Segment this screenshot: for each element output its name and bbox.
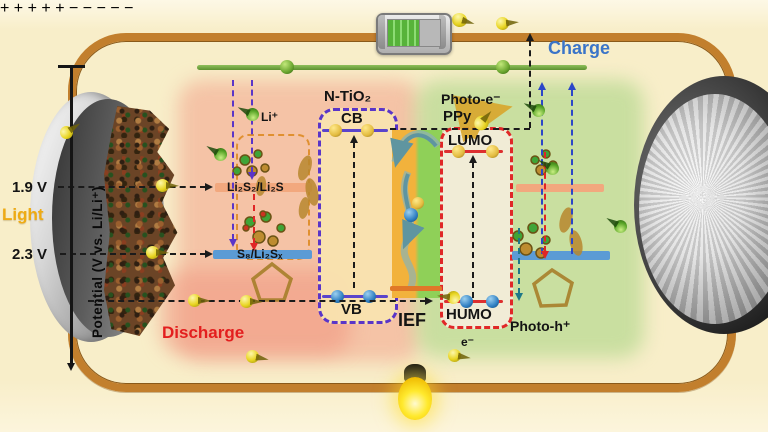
ief-minus-sign: − bbox=[68, 0, 79, 17]
electron-label: e⁻ bbox=[461, 335, 475, 349]
photo-electron-ball bbox=[329, 124, 342, 137]
upper-voltage-label: 1.9 V bbox=[12, 179, 48, 196]
battery-empty-level bbox=[419, 19, 441, 47]
valence-electron-ball bbox=[331, 290, 344, 303]
electron-droplet bbox=[240, 295, 253, 308]
photo-oxidation-arrowhead bbox=[541, 251, 549, 259]
ief-label: IEF bbox=[398, 310, 427, 330]
photoelectron-up-path bbox=[529, 40, 531, 128]
guide-arrowhead bbox=[205, 183, 213, 191]
lumo-band bbox=[444, 150, 503, 153]
electron-droplet bbox=[495, 16, 510, 31]
humo-label: HUMO bbox=[446, 306, 492, 323]
photo-h-label: Photo-h⁺ bbox=[510, 318, 571, 334]
ief-plus-sign: + bbox=[0, 0, 10, 17]
potential-axis-line bbox=[70, 67, 73, 365]
li-ion-label: Li⁺ bbox=[261, 110, 278, 124]
lower-voltage-label: 2.3 V bbox=[12, 246, 48, 263]
ief-minus-sign: − bbox=[96, 0, 106, 17]
lumo-label: LUMO bbox=[448, 132, 493, 149]
humo-electron-ball bbox=[460, 295, 473, 308]
vb-label: VB bbox=[341, 301, 362, 318]
anode-side-upper-bar bbox=[516, 184, 604, 192]
guide-arrowhead bbox=[205, 250, 213, 258]
charge-label: Charge bbox=[548, 38, 611, 58]
valence-electron-ball bbox=[363, 290, 376, 303]
n-tio2-energy-box bbox=[318, 108, 398, 324]
anode-disc-brush-texture bbox=[639, 94, 768, 324]
ief-hole-ball bbox=[412, 197, 424, 209]
photoelectron-up-arrowhead bbox=[526, 33, 534, 41]
electron-ball bbox=[496, 60, 510, 74]
charge-up-line bbox=[571, 90, 573, 254]
vb-band bbox=[322, 295, 388, 298]
humo-band bbox=[444, 300, 503, 303]
photo-electron-ball bbox=[452, 145, 465, 158]
ief-plus-sign: + bbox=[13, 0, 24, 17]
light-bulb-icon bbox=[398, 377, 432, 420]
photo-electron-ball bbox=[361, 124, 374, 137]
lower-voltage-guide bbox=[60, 253, 206, 255]
potential-axis-cap bbox=[58, 65, 85, 68]
battery-terminal-left bbox=[378, 15, 385, 49]
upper-voltage-guide bbox=[58, 186, 206, 188]
n-tio2-label: N-TiO₂ bbox=[324, 88, 372, 105]
li-ion-migration-line bbox=[232, 80, 234, 240]
potential-axis-arrowhead bbox=[67, 363, 75, 371]
polysulfide-conversion-box bbox=[236, 134, 310, 260]
anode-disc-face bbox=[639, 94, 768, 324]
cb-label: CB bbox=[341, 110, 363, 127]
light-label: Light bbox=[2, 205, 44, 224]
ief-plus-sign: + bbox=[27, 0, 37, 17]
ppy-excitation-arrowhead bbox=[469, 155, 477, 163]
electron-droplet bbox=[146, 246, 159, 259]
discharge-conversion-line bbox=[253, 194, 255, 244]
anode-side-lower-bar bbox=[512, 251, 610, 260]
discharge-label: Discharge bbox=[162, 323, 245, 342]
tio2-excitation-arrow bbox=[353, 142, 355, 288]
cb-to-circuit-path bbox=[390, 128, 530, 130]
li-ion-arrowhead bbox=[229, 239, 237, 247]
electron-path-arrowhead bbox=[425, 297, 433, 305]
battery-terminal-right bbox=[439, 15, 446, 49]
ppy-excitation-arrow bbox=[472, 162, 474, 298]
hole-transfer-arrowhead bbox=[515, 293, 523, 301]
s8-li2sx-plateau-bar bbox=[213, 250, 312, 259]
li-ion-migration-line bbox=[251, 80, 253, 173]
charge-up-arrowhead bbox=[538, 82, 546, 90]
electron-droplet bbox=[188, 294, 201, 307]
photo-electron-ball bbox=[486, 145, 499, 158]
ief-minus-sign: − bbox=[82, 0, 93, 17]
ief-minus-sign: − bbox=[110, 0, 120, 17]
battery-charge-level bbox=[387, 19, 421, 47]
ief-minus-sign: − bbox=[124, 0, 134, 17]
ief-electron-ball bbox=[404, 208, 418, 222]
ief-plus-sign: + bbox=[41, 0, 51, 17]
ppy-label: PPy bbox=[443, 108, 472, 125]
electron-droplet bbox=[156, 179, 169, 192]
potential-axis-label: Potential (V vs. Li/Li⁺) bbox=[90, 186, 105, 338]
li-ion-arrowhead bbox=[248, 172, 256, 180]
li2s2-li2s-label: Li₂S₂/Li₂S bbox=[227, 180, 284, 194]
tio2-excitation-arrowhead bbox=[350, 135, 358, 143]
s8-li2sx-label: S₈/Li₂Sₓ bbox=[237, 247, 283, 261]
electron-droplet bbox=[450, 11, 469, 29]
electron-ball bbox=[280, 60, 294, 74]
discharge-conversion-arrowhead bbox=[250, 243, 258, 251]
ief-bottom-bar bbox=[390, 286, 442, 291]
ief-plus-sign: + bbox=[55, 0, 65, 17]
electron-transport-line bbox=[197, 65, 587, 70]
charge-up-arrowhead bbox=[568, 82, 576, 90]
photo-oxidation-line bbox=[544, 152, 546, 252]
humo-electron-ball bbox=[486, 295, 499, 308]
photo-e-label: Photo-e⁻ bbox=[441, 91, 501, 107]
hole-transfer-line bbox=[518, 228, 520, 294]
cb-band bbox=[322, 129, 388, 132]
